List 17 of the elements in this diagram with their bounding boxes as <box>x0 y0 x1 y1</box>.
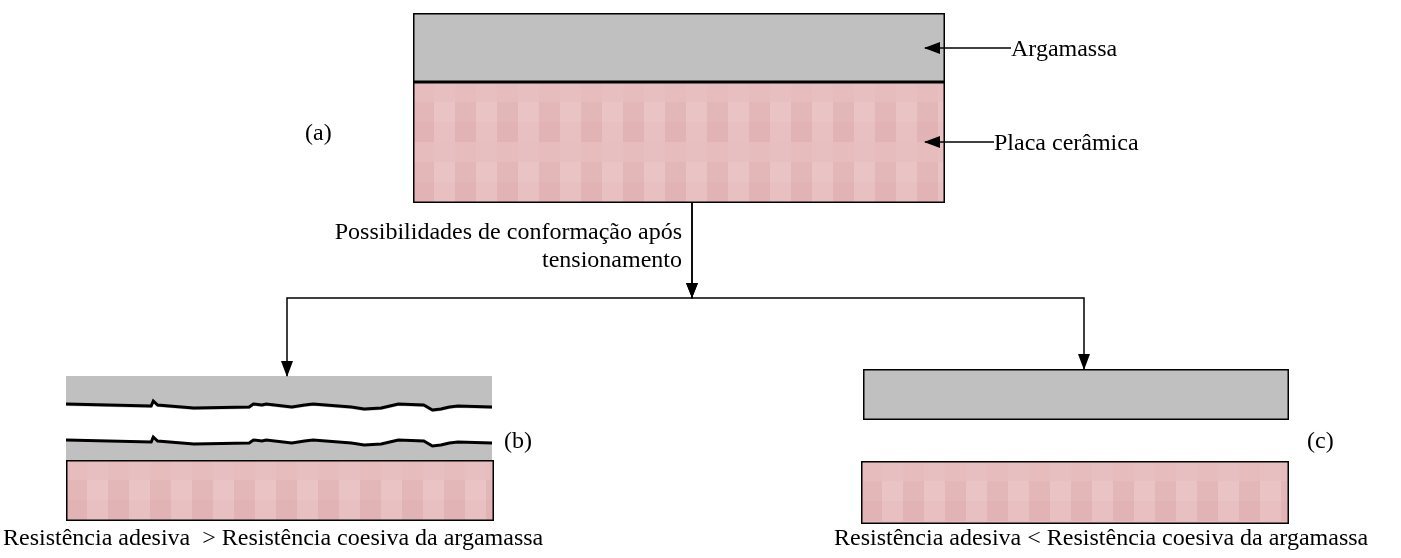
fractured-mortar-layer <box>66 436 492 461</box>
arrow <box>686 202 1090 370</box>
fractured-mortar-layer <box>66 376 492 412</box>
panel-label: (c) <box>1307 426 1334 454</box>
leader-arrow <box>924 42 1012 54</box>
caption: Resistência adesiva > Resistência coesiva da argamassa <box>3 523 544 551</box>
caption: Resistência adesiva < Resistência coesiva da argamassa <box>834 523 1369 551</box>
mortar-layer <box>413 13 945 82</box>
mortar-layer <box>863 369 1289 420</box>
ceramic-tile <box>861 461 1289 524</box>
leader-arrow <box>924 136 995 148</box>
ceramic-tile <box>413 82 945 203</box>
panel-label: (a) <box>305 118 332 146</box>
layer-label: Placa cerâmica <box>994 128 1139 156</box>
panel-label: (b) <box>504 426 532 454</box>
ceramic-tile <box>66 460 494 521</box>
layer-label: Argamassa <box>1011 34 1118 62</box>
